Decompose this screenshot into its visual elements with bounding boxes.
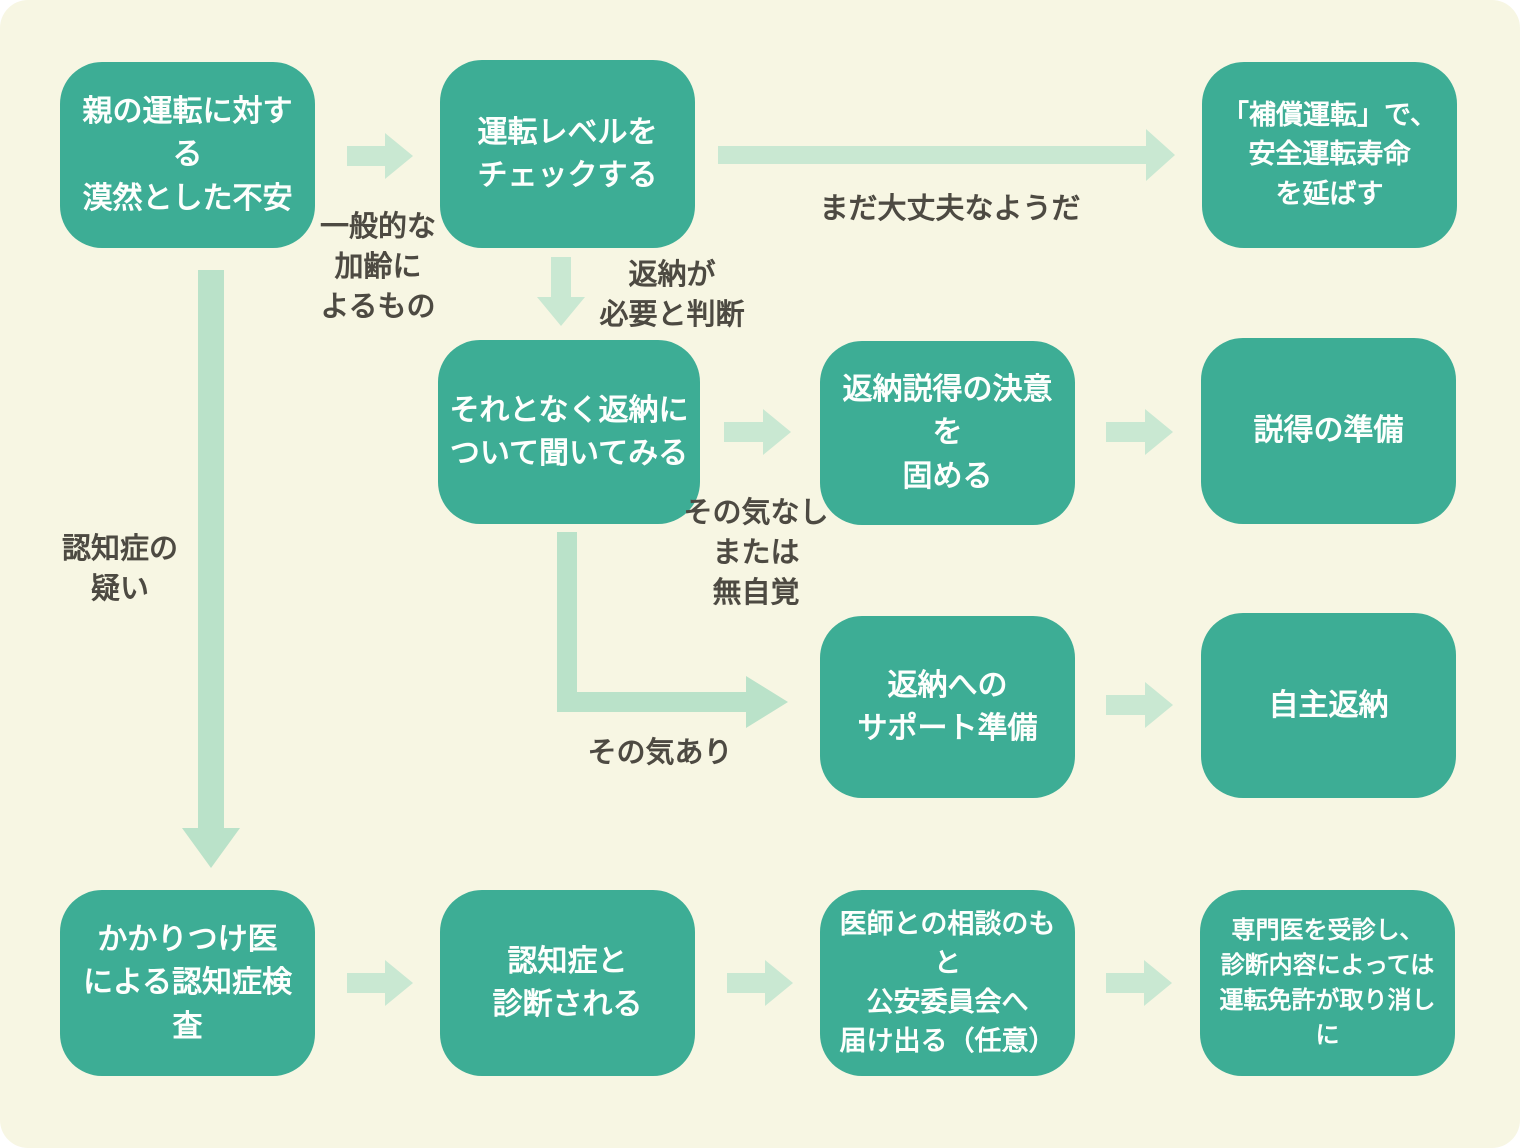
label-return-deemed-necessary: 返納が 必要と判断 bbox=[599, 257, 745, 332]
box-specialist-license-revocation: 専門医を受診し、 診断内容によっては 運転免許が取り消しに bbox=[1200, 890, 1455, 1076]
arrow-resolve-to-prep-icon bbox=[1106, 409, 1173, 455]
box-voluntary-return: 自主返納 bbox=[1201, 613, 1456, 798]
box-persuasion-preparation: 説得の準備 bbox=[1201, 338, 1456, 524]
box-family-doctor-dementia-test: かかりつけ医 による認知症検査 bbox=[60, 890, 315, 1076]
arrow-anxiety-to-check-icon bbox=[347, 133, 413, 179]
label-no-intention-or-unaware: その気なし または 無自覚 bbox=[683, 495, 829, 610]
label-still-ok: まだ大丈夫なようだ bbox=[819, 191, 1081, 225]
arrow-check-to-compensation-icon bbox=[718, 129, 1175, 181]
box-report-to-public-safety-commission: 医師との相談のもと 公安委員会へ 届け出る（任意） bbox=[820, 890, 1075, 1076]
box-support-preparation: 返納への サポート準備 bbox=[820, 616, 1075, 798]
box-check-driving-level: 運転レベルを チェックする bbox=[440, 60, 695, 248]
box-resolve-to-persuade: 返納説得の決意を 固める bbox=[820, 341, 1075, 525]
box-compensation-driving: 「補償運転」で、 安全運転寿命 を延ばす bbox=[1202, 62, 1457, 248]
label-has-intention: その気あり bbox=[587, 735, 733, 769]
label-dementia-suspicion: 認知症の 疑い bbox=[61, 531, 178, 606]
arrow-diagnosis-to-report-icon bbox=[727, 960, 793, 1006]
box-diagnosed-with-dementia: 認知症と 診断される bbox=[440, 890, 695, 1076]
label-general-aging: 一般的な 加齢に よるもの bbox=[319, 209, 436, 324]
arrow-doctor-to-diagnosis-icon bbox=[347, 960, 413, 1006]
arrow-support-to-return-icon bbox=[1106, 682, 1173, 728]
arrow-check-to-ask-icon bbox=[537, 257, 585, 326]
box-ask-about-return: それとなく返納に ついて聞いてみる bbox=[438, 340, 700, 524]
arrow-ask-to-resolve-icon bbox=[724, 409, 791, 455]
arrow-report-to-specialist-icon bbox=[1106, 960, 1172, 1006]
box-vague-anxiety: 親の運転に対する 漠然とした不安 bbox=[60, 62, 315, 248]
